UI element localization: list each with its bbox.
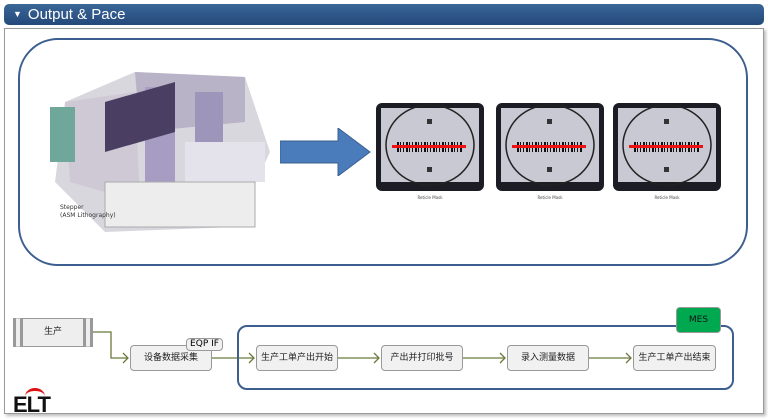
flow-start-production[interactable]: 生产: [13, 318, 93, 347]
arrow-right-icon: [280, 128, 371, 176]
equipment-caption-sub: (ASM Lithography): [60, 212, 116, 219]
process-illustration-frame: [18, 38, 748, 266]
reticle-mask-image: [613, 103, 721, 191]
flow-step-order-output-end[interactable]: 生产工单产出结束: [633, 345, 716, 371]
section-title: Output & Pace: [27, 6, 126, 23]
reticle-caption: Reticle Mask: [537, 195, 563, 200]
reticle-mask-image: [496, 103, 604, 191]
stepper-machine-image: Stepper (ASM Lithography): [50, 72, 270, 232]
section-header[interactable]: ▼ Output & Pace: [4, 4, 764, 25]
reticle-caption: Reticle Mask: [417, 195, 443, 200]
mes-group: [237, 325, 734, 390]
flow-step-print-lot-number[interactable]: 产出并打印批号: [381, 345, 463, 371]
elt-logo: ELT: [13, 388, 51, 418]
reticle-caption: Reticle Mask: [654, 195, 680, 200]
flow-step-order-output-start[interactable]: 生产工单产出开始: [256, 345, 338, 371]
flow-step-enter-measurement[interactable]: 录入测量数据: [507, 345, 589, 371]
reticle-mask-image: [376, 103, 484, 191]
mes-tag: MES: [676, 307, 721, 333]
equipment-caption: Stepper: [60, 204, 84, 211]
triangle-down-icon[interactable]: ▼: [13, 9, 22, 19]
eqp-if-tag: EQP IF: [186, 338, 223, 351]
